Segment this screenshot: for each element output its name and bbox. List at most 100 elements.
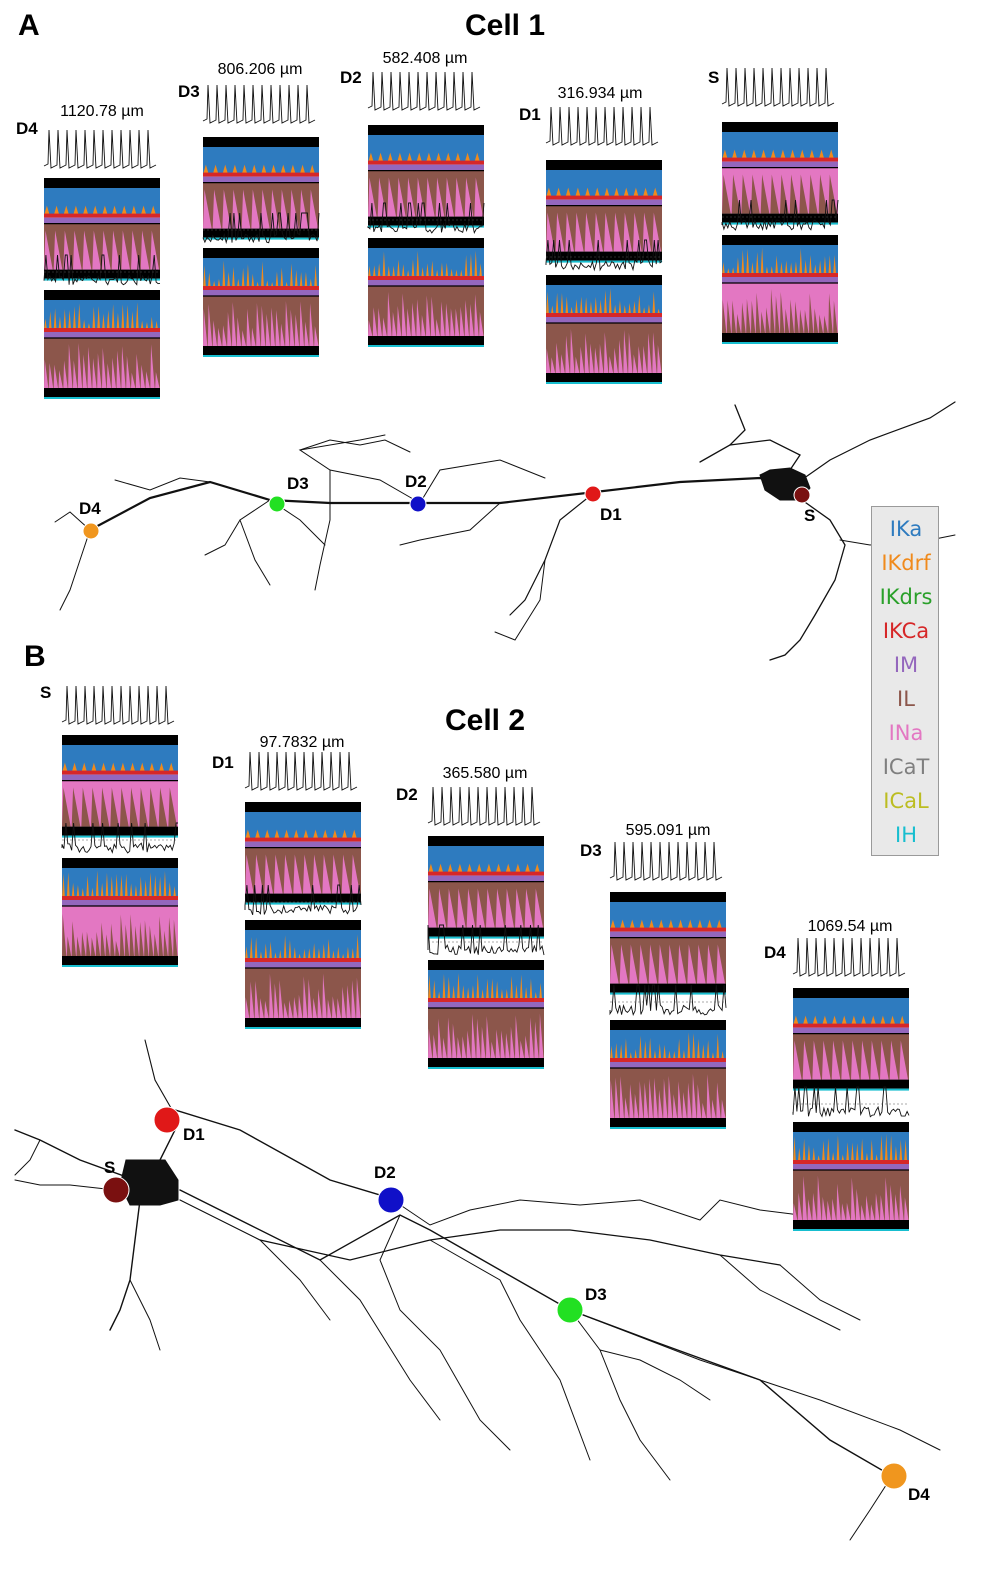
distance-label: 806.206 µm — [218, 61, 303, 78]
legend: IKa IKdrf IKdrs IKCa IM IL INa ICaT ICaL… — [871, 506, 939, 856]
panel-a-title: Cell 1 — [465, 9, 545, 42]
distance-label: 1120.78 µm — [60, 103, 144, 120]
voltage-trace-irregular — [545, 239, 663, 272]
current-band-ikca — [610, 927, 726, 932]
current-band-im — [793, 1164, 909, 1170]
current-band-im — [722, 277, 838, 283]
current-band-il — [793, 1033, 909, 1080]
current-band-ikca — [245, 837, 361, 842]
distance-label: 582.408 µm — [383, 50, 468, 67]
current-band-ina — [546, 328, 662, 373]
current-band-ih — [203, 355, 319, 357]
voltage-trace — [367, 71, 481, 111]
current-band-im — [203, 176, 319, 183]
current-band-ikdrf — [203, 260, 319, 288]
current-band-im — [245, 841, 361, 848]
distance-label: 365.580 µm — [443, 765, 528, 782]
current-band-ika — [245, 812, 361, 840]
voltage-trace — [61, 685, 175, 725]
current-band-il — [610, 1068, 726, 1118]
current-band-ina — [610, 944, 726, 984]
current-band-ikdrf — [722, 247, 838, 275]
legend-item: IKa — [889, 517, 923, 541]
current-band-il — [203, 296, 319, 346]
current-band-ih — [793, 1088, 909, 1091]
current-band-ika — [546, 170, 662, 198]
recording-site-marker — [268, 495, 286, 513]
site-label: D3 — [178, 82, 200, 101]
current-band-ika — [722, 245, 838, 275]
recording-site-label: D4 — [908, 1485, 930, 1504]
current-band-im — [610, 1062, 726, 1068]
current-band-ina — [203, 301, 319, 346]
current-band-ika — [368, 135, 484, 163]
recording-site-marker — [409, 495, 427, 513]
current-band-ina — [793, 1040, 909, 1080]
trace-group: D4 1120.78 µm — [16, 103, 161, 399]
current-band-ih — [722, 222, 838, 225]
current-band-ih — [62, 965, 178, 967]
current-band-im — [62, 774, 178, 781]
current-band-im — [368, 280, 484, 286]
current-band-ina — [793, 1175, 909, 1220]
current-band-ikdrf — [428, 973, 544, 1000]
site-label: D4 — [16, 119, 38, 138]
current-band-im — [793, 1027, 909, 1034]
recording-site-marker — [377, 1186, 405, 1214]
current-band-ina — [368, 291, 484, 336]
current-band-outward-edge — [610, 892, 726, 902]
current-band-inward-edge — [44, 388, 160, 397]
recording-site-marker — [102, 1176, 130, 1204]
current-band-ina — [245, 973, 361, 1018]
current-band-ih — [610, 1127, 726, 1129]
panel-a-letter: A — [18, 9, 40, 42]
recording-site-marker — [556, 1296, 584, 1324]
current-band-ikdrf — [793, 1134, 909, 1162]
recording-site-label: D2 — [405, 472, 427, 491]
current-band-ikca — [203, 286, 319, 290]
legend-item: INa — [888, 721, 924, 745]
current-band-il — [44, 223, 160, 270]
current-band-im — [203, 290, 319, 296]
recording-site-marker — [793, 486, 811, 504]
current-band-ih — [62, 835, 178, 838]
current-band-il — [62, 780, 178, 827]
current-band-outward-edge — [610, 1020, 726, 1030]
voltage-trace-irregular — [43, 254, 161, 286]
cell2-morphology — [14, 1039, 941, 1541]
current-band-ikca — [245, 958, 361, 962]
current-band-ikca — [428, 998, 544, 1002]
current-band-im — [722, 161, 838, 168]
current-band-outward-edge — [368, 238, 484, 248]
current-band-il — [245, 968, 361, 1018]
current-band-ikca — [203, 172, 319, 177]
site-label: D2 — [396, 785, 418, 804]
current-band-inward-edge — [368, 336, 484, 345]
current-band-inward-edge — [368, 216, 484, 226]
current-band-ikca — [62, 770, 178, 775]
current-band-ikca — [428, 871, 544, 876]
current-band-outward-edge — [722, 235, 838, 245]
distance-label: 316.934 µm — [558, 85, 643, 102]
voltage-trace — [427, 786, 541, 826]
voltage-trace-irregular — [61, 822, 178, 854]
current-band-ika — [245, 930, 361, 960]
current-band-ih — [203, 237, 319, 240]
current-band-ih — [793, 1229, 909, 1231]
current-band-ikca — [610, 1058, 726, 1062]
recording-site-label: S — [104, 1158, 115, 1177]
panel-b-title: Cell 2 — [445, 704, 525, 737]
current-band-il — [546, 323, 662, 373]
trace-group: D3 806.206 µm — [178, 61, 320, 357]
current-band-im — [428, 1002, 544, 1008]
voltage-trace-irregular — [244, 884, 362, 916]
current-band-ina — [368, 177, 484, 217]
voltage-trace — [43, 129, 157, 169]
distance-label: 595.091 µm — [626, 822, 711, 839]
recording-site-label: D3 — [287, 474, 309, 493]
current-band-inward-edge — [722, 333, 838, 342]
